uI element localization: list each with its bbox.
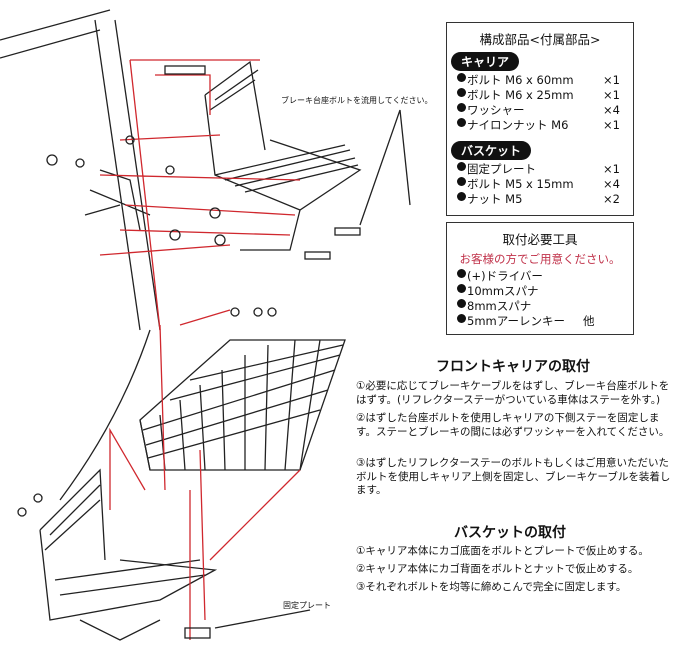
- bullet-icon: [457, 118, 466, 127]
- item-name: ナイロンナット M6: [467, 118, 569, 132]
- front-step-1: ①必要に応じてブレーキケーブルをはずし、ブレーキ台座ボルトをはずす。(リフレクタ…: [356, 380, 670, 406]
- list-item: (+)ドライバー: [447, 269, 633, 284]
- tools-notice: お客様の方でご用意ください。: [459, 252, 621, 266]
- front-step-2: ②はずした台座ボルトを使用しキャリアの下側ステーを固定します。ステーとブレーキの…: [356, 412, 670, 438]
- front-step-3: ③はずしたリフレクターステーのボルトもしくはご用意いただいたボルトを使用しキャリ…: [356, 457, 671, 496]
- list-item: ボルト M5 x 15mm ×4: [447, 177, 633, 192]
- tool-name: 5mmアーレンキー: [467, 314, 566, 328]
- parts-title: 構成部品<付属部品>: [479, 32, 601, 47]
- bullet-icon: [457, 103, 466, 112]
- upper-carrier-drawing: [204, 60, 362, 251]
- bullet-icon: [457, 177, 466, 186]
- parts-list-box: 構成部品<付属部品> キャリア ボルト M6 x 60mm ×1 ボルト M6 x…: [446, 22, 634, 216]
- bullet-icon: [457, 299, 466, 308]
- tools-title: 取付必要工具: [502, 232, 578, 247]
- carrier-items: ボルト M6 x 60mm×1 ボルト M6 x 25mm×1 ワッシャー×4 …: [447, 73, 633, 133]
- bullet-icon: [457, 162, 466, 171]
- item-qty: ×4: [603, 103, 620, 117]
- tool-name: (+)ドライバー: [467, 269, 543, 283]
- bicycle-frame-drawing: [0, 9, 161, 501]
- item-name: 固定プレート: [467, 162, 536, 176]
- item-name: ボルト M6 x 25mm: [467, 88, 574, 102]
- list-item: 8mmスパナ: [447, 299, 633, 314]
- tool-name: 10mmスパナ: [467, 284, 539, 298]
- basket-step-1: ①キャリア本体にカゴ底面をボルトとプレートで仮止めする。: [356, 545, 649, 557]
- basket-label: バスケット: [451, 141, 532, 160]
- item-qty: ×1: [603, 118, 620, 132]
- list-item: 10mmスパナ: [447, 284, 633, 299]
- bullet-icon: [457, 88, 466, 97]
- list-item: ナット M5 ×2: [447, 192, 633, 207]
- basket-drawing: [139, 339, 346, 471]
- bullet-icon: [457, 314, 466, 323]
- item-qty: ×1: [603, 162, 620, 176]
- item-qty: ×1: [603, 73, 620, 87]
- brake-bolt-note: ブレーキ台座ボルトを流用してください。: [281, 96, 433, 105]
- hardware-drawing: [17, 65, 411, 639]
- lower-carrier-drawing: [39, 468, 218, 641]
- carrier-label: キャリア: [451, 52, 520, 71]
- list-item: 固定プレート ×1: [447, 162, 633, 177]
- bullet-icon: [457, 284, 466, 293]
- list-item: ボルト M6 x 25mm ×1: [447, 88, 633, 103]
- bullet-icon: [457, 192, 466, 201]
- item-name: ボルト M6 x 60mm: [467, 73, 574, 87]
- list-item: 5mmアーレンキー 他: [447, 314, 633, 329]
- front-carrier-title: フロントキャリアの取付: [436, 359, 590, 375]
- item-name: ワッシャー: [467, 103, 525, 117]
- item-name: ボルト M5 x 15mm: [467, 177, 574, 191]
- basket-step-3: ③それぞれボルトを均等に締めこんで完全に固定します。: [356, 581, 627, 593]
- tools-etc: 他: [583, 314, 595, 328]
- list-item: ナイロンナット M6 ×1: [447, 118, 633, 133]
- list-item: ワッシャー ×4: [447, 103, 633, 118]
- basket-items: 固定プレート ×1 ボルト M5 x 15mm ×4 ナット M5 ×2: [447, 162, 633, 207]
- fixing-plate-label: 固定プレート: [283, 601, 331, 610]
- item-name: ナット M5: [467, 192, 523, 206]
- item-qty: ×1: [603, 88, 620, 102]
- basket-step-2: ②キャリア本体にカゴ背面をボルトとナットで仮止めする。: [356, 563, 639, 575]
- guide-lines: [99, 59, 301, 640]
- bullet-icon: [457, 73, 466, 82]
- list-item: ボルト M6 x 60mm ×1: [447, 73, 633, 88]
- tools-box: 取付必要工具 お客様の方でご用意ください。 (+)ドライバー 10mmスパナ 8…: [446, 222, 634, 335]
- bullet-icon: [457, 269, 466, 278]
- item-qty: ×4: [603, 177, 620, 191]
- tool-name: 8mmスパナ: [467, 299, 532, 313]
- basket-title: バスケットの取付: [454, 525, 566, 541]
- item-qty: ×2: [603, 192, 620, 206]
